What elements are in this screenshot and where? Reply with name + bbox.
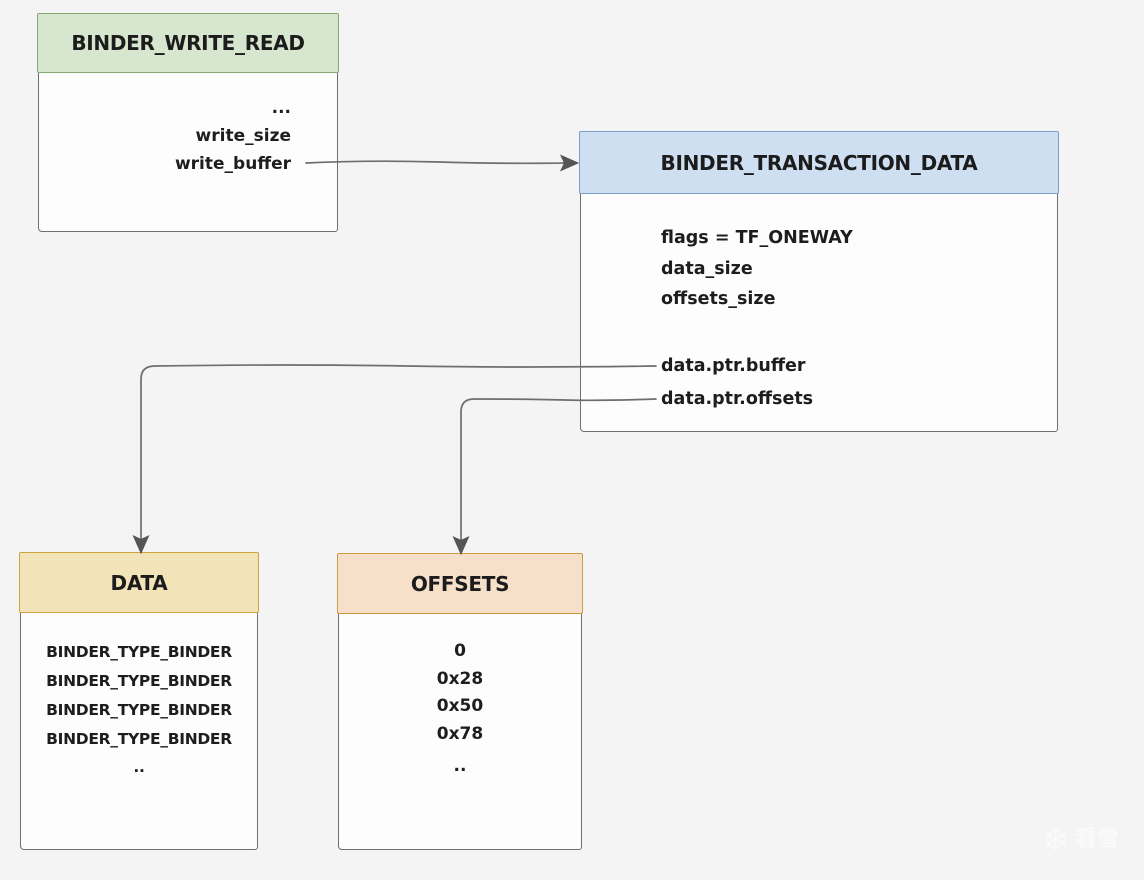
binder-write-read-box: BINDER_WRITE_READ ... write_size write_b… <box>37 13 339 232</box>
watermark-text: 看雪 <box>1074 827 1119 852</box>
offsets-item-0: 0 <box>454 641 466 661</box>
offsets-item-1: 0x28 <box>436 669 484 689</box>
data-item-3: BINDER_TYPE_BINDER <box>46 730 232 748</box>
btd-field-data-ptr-buffer: data.ptr.buffer <box>661 356 806 376</box>
arrowhead-right-icon <box>559 154 580 172</box>
btd-field-offsets-size: offsets_size <box>661 289 776 309</box>
offsets-title: OFFSETS <box>410 571 510 596</box>
arrow-data-ptr-buffer-to-data <box>140 364 657 541</box>
data-title: DATA <box>110 570 168 595</box>
data-box: DATA BINDER_TYPE_BINDER BINDER_TYPE_BIND… <box>19 552 259 850</box>
binder-write-read-header: BINDER_WRITE_READ <box>37 13 339 73</box>
binder-transaction-data-header: BINDER_TRANSACTION_DATA <box>579 131 1059 194</box>
watermark: ❄ 看雪 <box>1042 824 1119 856</box>
btd-field-flags: flags = TF_ONEWAY <box>661 228 853 248</box>
binder-write-read-title: BINDER_WRITE_READ <box>71 31 305 55</box>
btd-field-data-size: data_size <box>661 259 753 279</box>
bwr-field-ellipsis: ... <box>271 98 291 118</box>
data-item-1: BINDER_TYPE_BINDER <box>46 672 232 690</box>
offsets-item-ellipsis: .. <box>453 756 467 776</box>
offsets-item-3: 0x78 <box>436 724 484 744</box>
btd-field-data-ptr-offsets: data.ptr.offsets <box>661 389 814 409</box>
offsets-item-2: 0x50 <box>436 696 484 716</box>
data-item-0: BINDER_TYPE_BINDER <box>46 643 232 661</box>
binder-transaction-data-box: BINDER_TRANSACTION_DATA flags = TF_ONEWA… <box>579 131 1059 432</box>
offsets-box: OFFSETS 0 0x28 0x50 0x78 .. <box>337 553 583 850</box>
arrowhead-down-icon <box>132 534 150 555</box>
offsets-header: OFFSETS <box>337 553 583 614</box>
bwr-field-write-size: write_size <box>195 126 291 146</box>
data-item-ellipsis: .. <box>133 758 145 776</box>
bwr-field-write-buffer: write_buffer <box>174 154 291 174</box>
snowflake-icon: ❄ <box>1042 821 1069 859</box>
data-header: DATA <box>19 552 259 613</box>
arrow-write-buffer-to-transaction <box>305 160 565 165</box>
data-item-2: BINDER_TYPE_BINDER <box>46 701 232 719</box>
arrowhead-down-icon <box>452 535 470 556</box>
binder-transaction-data-title: BINDER_TRANSACTION_DATA <box>660 150 978 175</box>
